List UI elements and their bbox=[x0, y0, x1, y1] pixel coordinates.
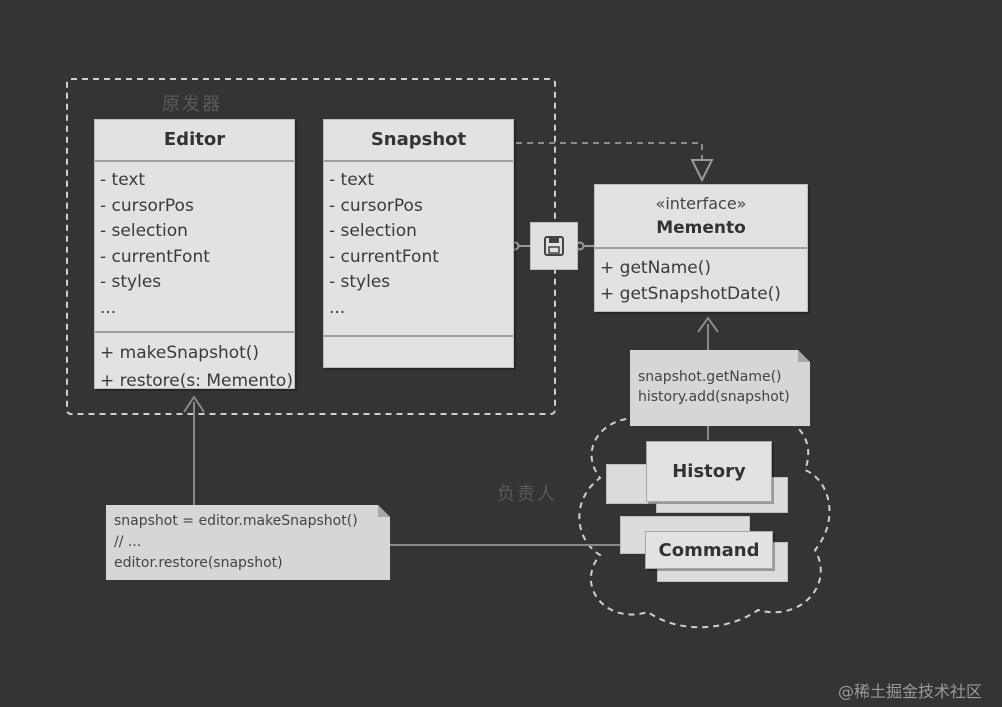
snapshot-field: ... bbox=[329, 297, 346, 318]
snapshot-field: - selection bbox=[329, 221, 417, 241]
history-note: snapshot.getName() history.add(snapshot) bbox=[630, 350, 810, 426]
history-box: History bbox=[646, 441, 772, 502]
snapshot-field: - styles bbox=[329, 272, 391, 292]
editor-fields: - text - cursorPos - selection - current… bbox=[95, 162, 294, 331]
realization-arrowhead bbox=[690, 159, 714, 183]
command-note-line: // ... bbox=[114, 534, 142, 550]
caretaker-label: 负责人 bbox=[497, 484, 557, 505]
editor-field: - selection bbox=[100, 221, 188, 241]
snapshot-field: - currentFont bbox=[329, 246, 439, 267]
editor-field: - cursorPos bbox=[100, 195, 194, 216]
command-note-text: snapshot = editor.makeSnapshot() // ... … bbox=[114, 511, 358, 574]
editor-field: - text bbox=[100, 170, 146, 190]
history-note-line: history.add(snapshot) bbox=[638, 389, 790, 405]
snapshot-class-name: Snapshot bbox=[324, 120, 513, 162]
originator-label: 原发器 bbox=[162, 94, 222, 115]
editor-class-box: Editor - text - cursorPos - selection - … bbox=[94, 119, 295, 391]
memento-methods: + getName() + getSnapshotDate() bbox=[595, 249, 807, 307]
snapshot-field: - text bbox=[329, 170, 375, 190]
watermark: @稀土掘金技术社区 bbox=[838, 682, 983, 701]
memento-method: + getName() bbox=[600, 258, 711, 278]
floppy-disk-icon bbox=[530, 222, 578, 270]
memento-name: Memento bbox=[656, 218, 746, 238]
snapshot-class-box: Snapshot - text - cursorPos - selection … bbox=[323, 119, 514, 368]
history-note-line: snapshot.getName() bbox=[638, 369, 782, 385]
command-note-line: editor.restore(snapshot) bbox=[114, 555, 283, 571]
memento-stereotype: «interface» bbox=[655, 194, 747, 213]
editor-class-name: Editor bbox=[95, 120, 294, 162]
history-note-text: snapshot.getName() history.add(snapshot) bbox=[638, 367, 790, 407]
snapshot-divider bbox=[324, 335, 513, 337]
command-note-shape bbox=[106, 505, 390, 580]
editor-methods: + makeSnapshot() + restore(s: Memento) bbox=[95, 333, 294, 395]
editor-method: + restore(s: Memento) bbox=[100, 371, 293, 391]
editor-field: ... bbox=[100, 297, 117, 318]
snapshot-fields: - text - cursorPos - selection - current… bbox=[324, 162, 513, 335]
editor-method: + makeSnapshot() bbox=[100, 343, 260, 363]
editor-divider bbox=[95, 331, 294, 333]
memento-header: «interface» Memento bbox=[595, 185, 807, 249]
realization-line bbox=[516, 142, 703, 160]
command-note: snapshot = editor.makeSnapshot() // ... … bbox=[106, 505, 390, 580]
memento-interface-box: «interface» Memento + getName() + getSna… bbox=[594, 184, 808, 312]
command-note-line: snapshot = editor.makeSnapshot() bbox=[114, 513, 358, 529]
editor-field: - styles bbox=[100, 272, 162, 292]
memento-method: + getSnapshotDate() bbox=[600, 284, 781, 304]
note-editor-arrowhead bbox=[183, 395, 205, 413]
command-box: Command bbox=[645, 531, 773, 569]
editor-field: - currentFont bbox=[100, 246, 210, 267]
floppy-disk-glyph bbox=[544, 236, 564, 256]
history-memento-arrowhead bbox=[697, 316, 719, 333]
snapshot-field: - cursorPos bbox=[329, 195, 423, 216]
history-note-shape bbox=[630, 350, 810, 426]
